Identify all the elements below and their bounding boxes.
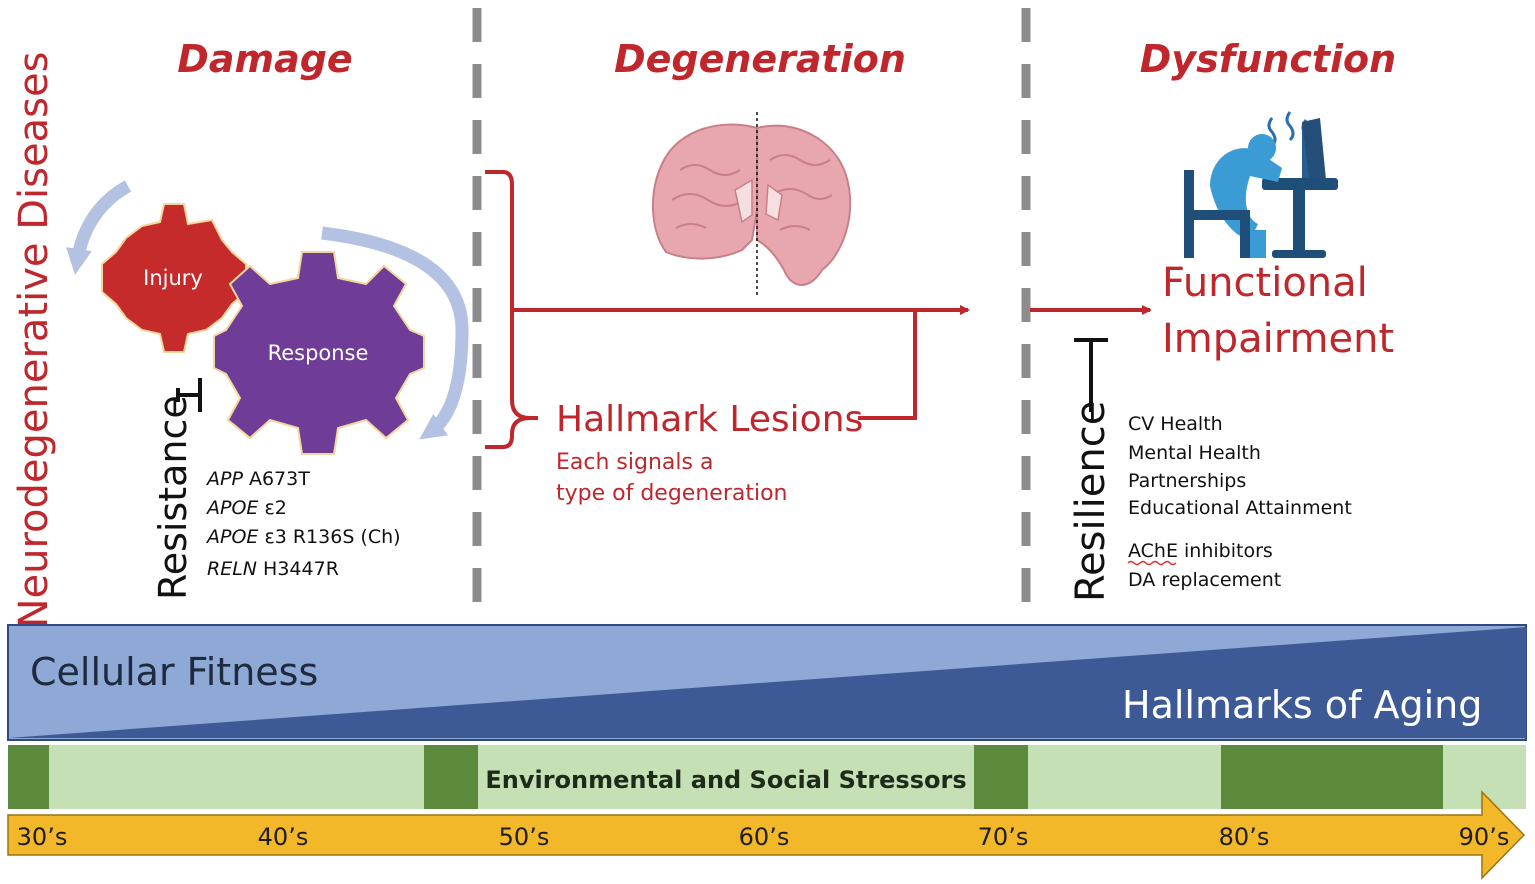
lesion-bracket (485, 170, 538, 449)
injury-cycle-arrow (66, 180, 132, 275)
neurodegenerative-diseases-label: Neurodegenerative Diseases (11, 52, 57, 629)
stress-event-1 (8, 745, 49, 809)
timeline-label-80s: 80’s (1219, 823, 1270, 851)
treatment-ache: AChE inhibitors (1128, 540, 1273, 562)
timeline-label-30s: 30’s (17, 823, 68, 851)
stress-event-2 (424, 745, 478, 809)
timeline-label-90s: 90’s (1459, 823, 1510, 851)
lesion-connector (858, 310, 917, 420)
resilience-factor-education: Educational Attainment (1128, 497, 1352, 519)
lesions-subtitle-line2: type of degeneration (556, 481, 787, 506)
timeline-label-70s: 70’s (978, 823, 1029, 851)
variant-reln: RELN H3447R (207, 558, 339, 580)
cellular-fitness-label: Cellular Fitness (30, 650, 318, 694)
timeline-label-60s: 60’s (739, 823, 790, 851)
stressors-label: Environmental and Social Stressors (485, 766, 966, 794)
functional-label: Functional (1162, 260, 1368, 306)
injury-gear-icon (101, 203, 247, 353)
resilience-factor-mental: Mental Health (1128, 442, 1261, 464)
timeline-arrow (7, 790, 1526, 880)
aging-wedge (8, 627, 1526, 738)
stress-event-4 (1221, 745, 1443, 809)
lesions-subtitle-line1: Each signals a (556, 450, 713, 475)
degeneration-header: Degeneration (614, 37, 906, 81)
variant-app: APP A673T (205, 468, 310, 490)
damage-header: Damage (177, 37, 352, 81)
frustrated-person-icon (1184, 111, 1338, 258)
variant-apoe-e3: APOE ε3 R136S (Ch) (205, 526, 401, 548)
response-gear-icon (213, 251, 425, 455)
variant-apoe-e2: APOE ε2 (205, 497, 287, 519)
resistance-inhibitor-icon (176, 378, 202, 412)
brain-icon (651, 112, 852, 296)
response-cycle-arrow (321, 226, 469, 440)
spellcheck-underline (1127, 560, 1177, 566)
response-gear-label: Response (268, 341, 369, 365)
hallmark-lesions-title: Hallmark Lesions (556, 399, 863, 440)
treatment-da: DA replacement (1128, 569, 1281, 591)
dysfunction-header: Dysfunction (1140, 37, 1396, 81)
resilience-factor-partnerships: Partnerships (1128, 470, 1246, 492)
timeline-label-40s: 40’s (258, 823, 309, 851)
resilience-label: Resilience (1068, 401, 1114, 602)
resistance-label: Resistance (151, 395, 195, 600)
hallmarks-of-aging-label: Hallmarks of Aging (1122, 683, 1482, 727)
stress-event-3 (974, 745, 1028, 809)
resilience-inhibitor-icon (1074, 338, 1108, 412)
timeline-label-50s: 50’s (499, 823, 550, 851)
resilience-factor-cv: CV Health (1128, 413, 1223, 435)
injury-gear-label: Injury (143, 266, 203, 290)
impairment-label: Impairment (1162, 316, 1394, 362)
